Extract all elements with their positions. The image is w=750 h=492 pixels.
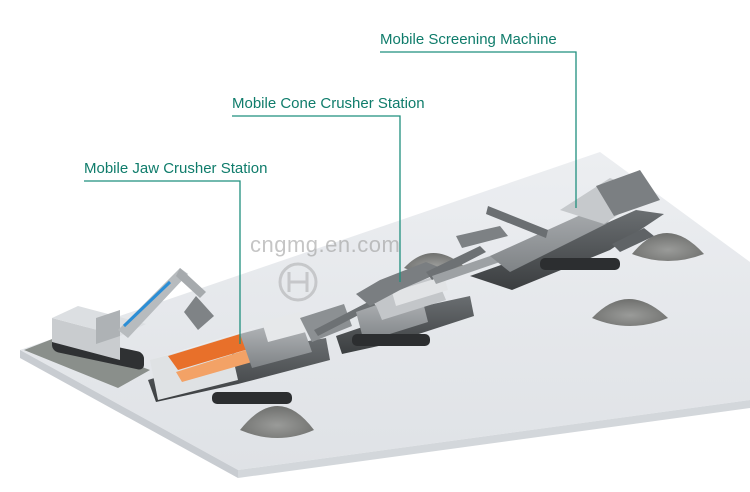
label-mobile-cone-crusher-station: Mobile Cone Crusher Station [232, 95, 425, 112]
leader-line-screening [380, 51, 577, 208]
label-mobile-screening-machine: Mobile Screening Machine [380, 31, 557, 48]
excavator [24, 268, 214, 388]
cone-crusher-station [336, 246, 500, 354]
aggregate-pile-far-right [632, 233, 704, 261]
leader-line-jaw [84, 180, 241, 344]
logo-watermark [278, 262, 318, 302]
jaw-crusher-station [148, 300, 376, 404]
label-mobile-jaw-crusher-station: Mobile Jaw Crusher Station [84, 160, 268, 177]
watermark-text: cngmg.en.com [250, 232, 401, 257]
leader-line-cone [232, 115, 401, 282]
aggregate-pile-front [240, 406, 314, 438]
screening-machine [456, 170, 664, 290]
aggregate-pile-right [592, 299, 668, 326]
